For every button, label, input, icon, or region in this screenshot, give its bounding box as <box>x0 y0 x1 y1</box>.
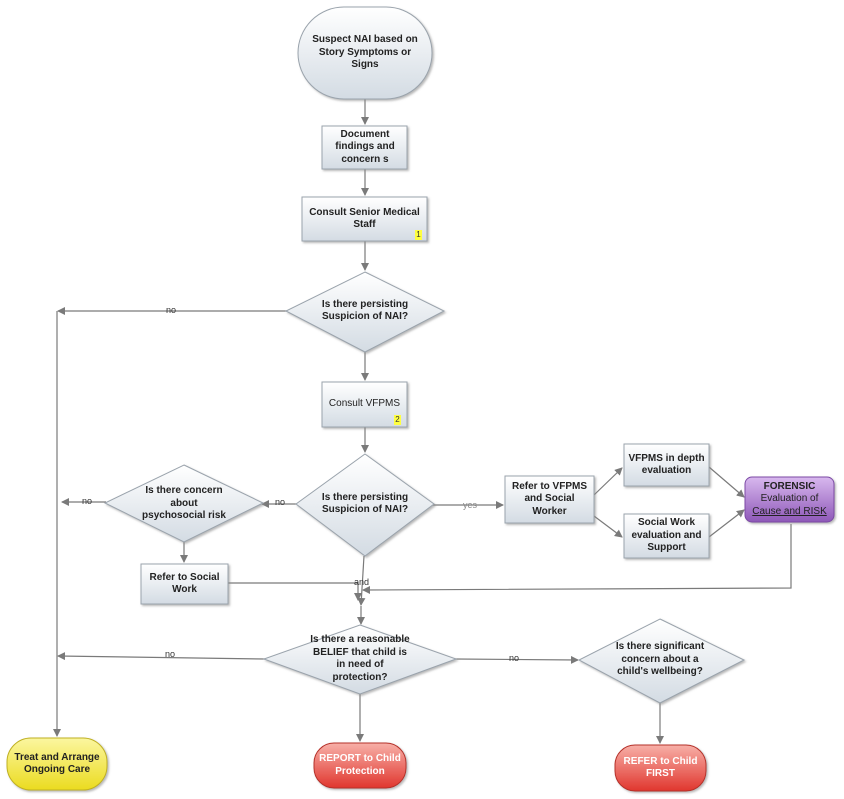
footnote-badge-1: 1 <box>415 230 422 240</box>
node-report-shape <box>313 742 407 789</box>
node-refer-vfpms-sw-shape <box>504 475 595 524</box>
edge-label-yes: yes <box>463 500 478 510</box>
node-forensic-shape <box>744 476 835 523</box>
edge-depth-forensic <box>708 466 745 498</box>
node-refer-sw-shape <box>140 563 229 605</box>
edge-label-no-belief-left: no <box>165 649 176 659</box>
node-belief-shape <box>262 624 458 695</box>
edge-refersw-and <box>228 582 362 601</box>
edge-label-no-belief-right: no <box>509 653 520 663</box>
node-sw-eval-shape <box>623 513 710 559</box>
node-decision2-shape <box>295 453 435 557</box>
edge-decision2-and <box>357 555 366 606</box>
edge-label-no-psych: no <box>82 496 93 506</box>
node-document-shape <box>321 125 408 170</box>
node-vfpms-depth-shape <box>623 443 710 487</box>
node-childfirst-shape <box>614 744 707 792</box>
edge-belief-no-left <box>57 652 266 661</box>
node-consult-vfpms-shape <box>321 381 408 428</box>
edge-refer-vfpms-depth <box>593 467 623 496</box>
node-decision1-shape <box>284 271 446 353</box>
node-consult-senior-shape <box>301 196 428 242</box>
edge-forensic-and <box>362 524 792 594</box>
edge-belief-no-right <box>454 655 579 664</box>
edge-refer-sw-eval <box>593 515 623 538</box>
node-wellbeing-shape <box>577 618 746 704</box>
edge-label-no-persist2: no <box>275 497 286 507</box>
edge-sweval-forensic <box>708 509 745 538</box>
node-psych-shape <box>103 464 265 543</box>
node-suspect-shape <box>297 6 433 100</box>
edge-label-no-top: no <box>166 305 177 315</box>
footnote-badge-2: 2 <box>394 415 401 425</box>
node-treat-shape <box>6 737 108 791</box>
edge-label-and: and <box>354 577 370 587</box>
